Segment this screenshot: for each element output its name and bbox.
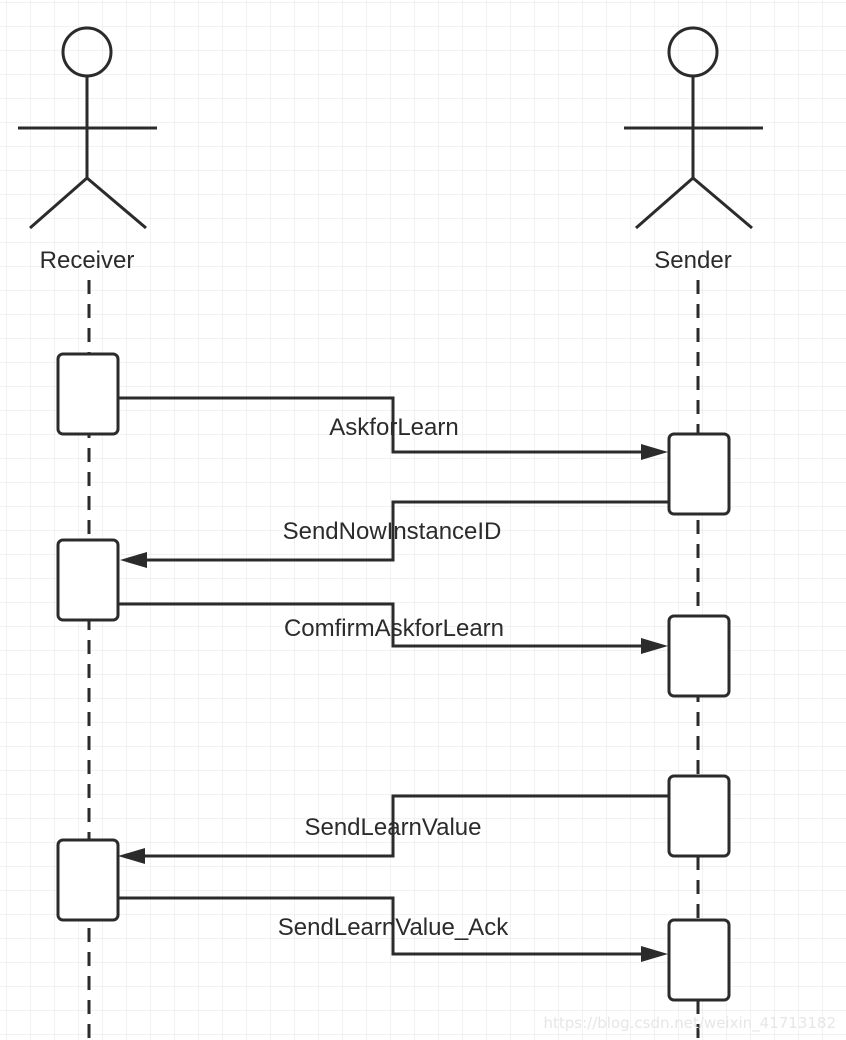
message-label: SendLearnValue — [304, 814, 481, 841]
message-label: ComfirmAskforLearn — [284, 615, 504, 642]
message-comfirmaskforlearn: ComfirmAskforLearn — [119, 602, 668, 654]
watermark: https://blog.csdn.net/weixin_41713182 — [543, 1014, 836, 1033]
activation-sender-1 — [667, 432, 731, 516]
message-askforlearn: AskforLearn — [119, 396, 668, 460]
message-label: AskforLearn — [329, 414, 458, 441]
activation-receiver-1 — [56, 352, 120, 436]
actor-receiver — [18, 26, 157, 230]
message-sendnowinstanceid: SendNowInstanceID — [120, 500, 668, 568]
activation-sender-2 — [667, 614, 731, 698]
actor-receiver-name: Receiver — [40, 247, 135, 274]
message-label: SendNowInstanceID — [283, 518, 502, 545]
activation-receiver-3 — [56, 838, 120, 922]
activation-receiver-2 — [56, 538, 120, 622]
message-label: SendLearnValue_Ack — [278, 914, 509, 941]
message-sendlearnvalue: SendLearnValue — [118, 794, 668, 864]
activation-sender-3 — [667, 774, 731, 858]
actor-sender-name: Sender — [654, 247, 731, 274]
activation-sender-4 — [667, 918, 731, 1002]
message-sendlearnvalue-ack: SendLearnValue_Ack — [119, 896, 668, 962]
actor-sender — [624, 26, 763, 230]
